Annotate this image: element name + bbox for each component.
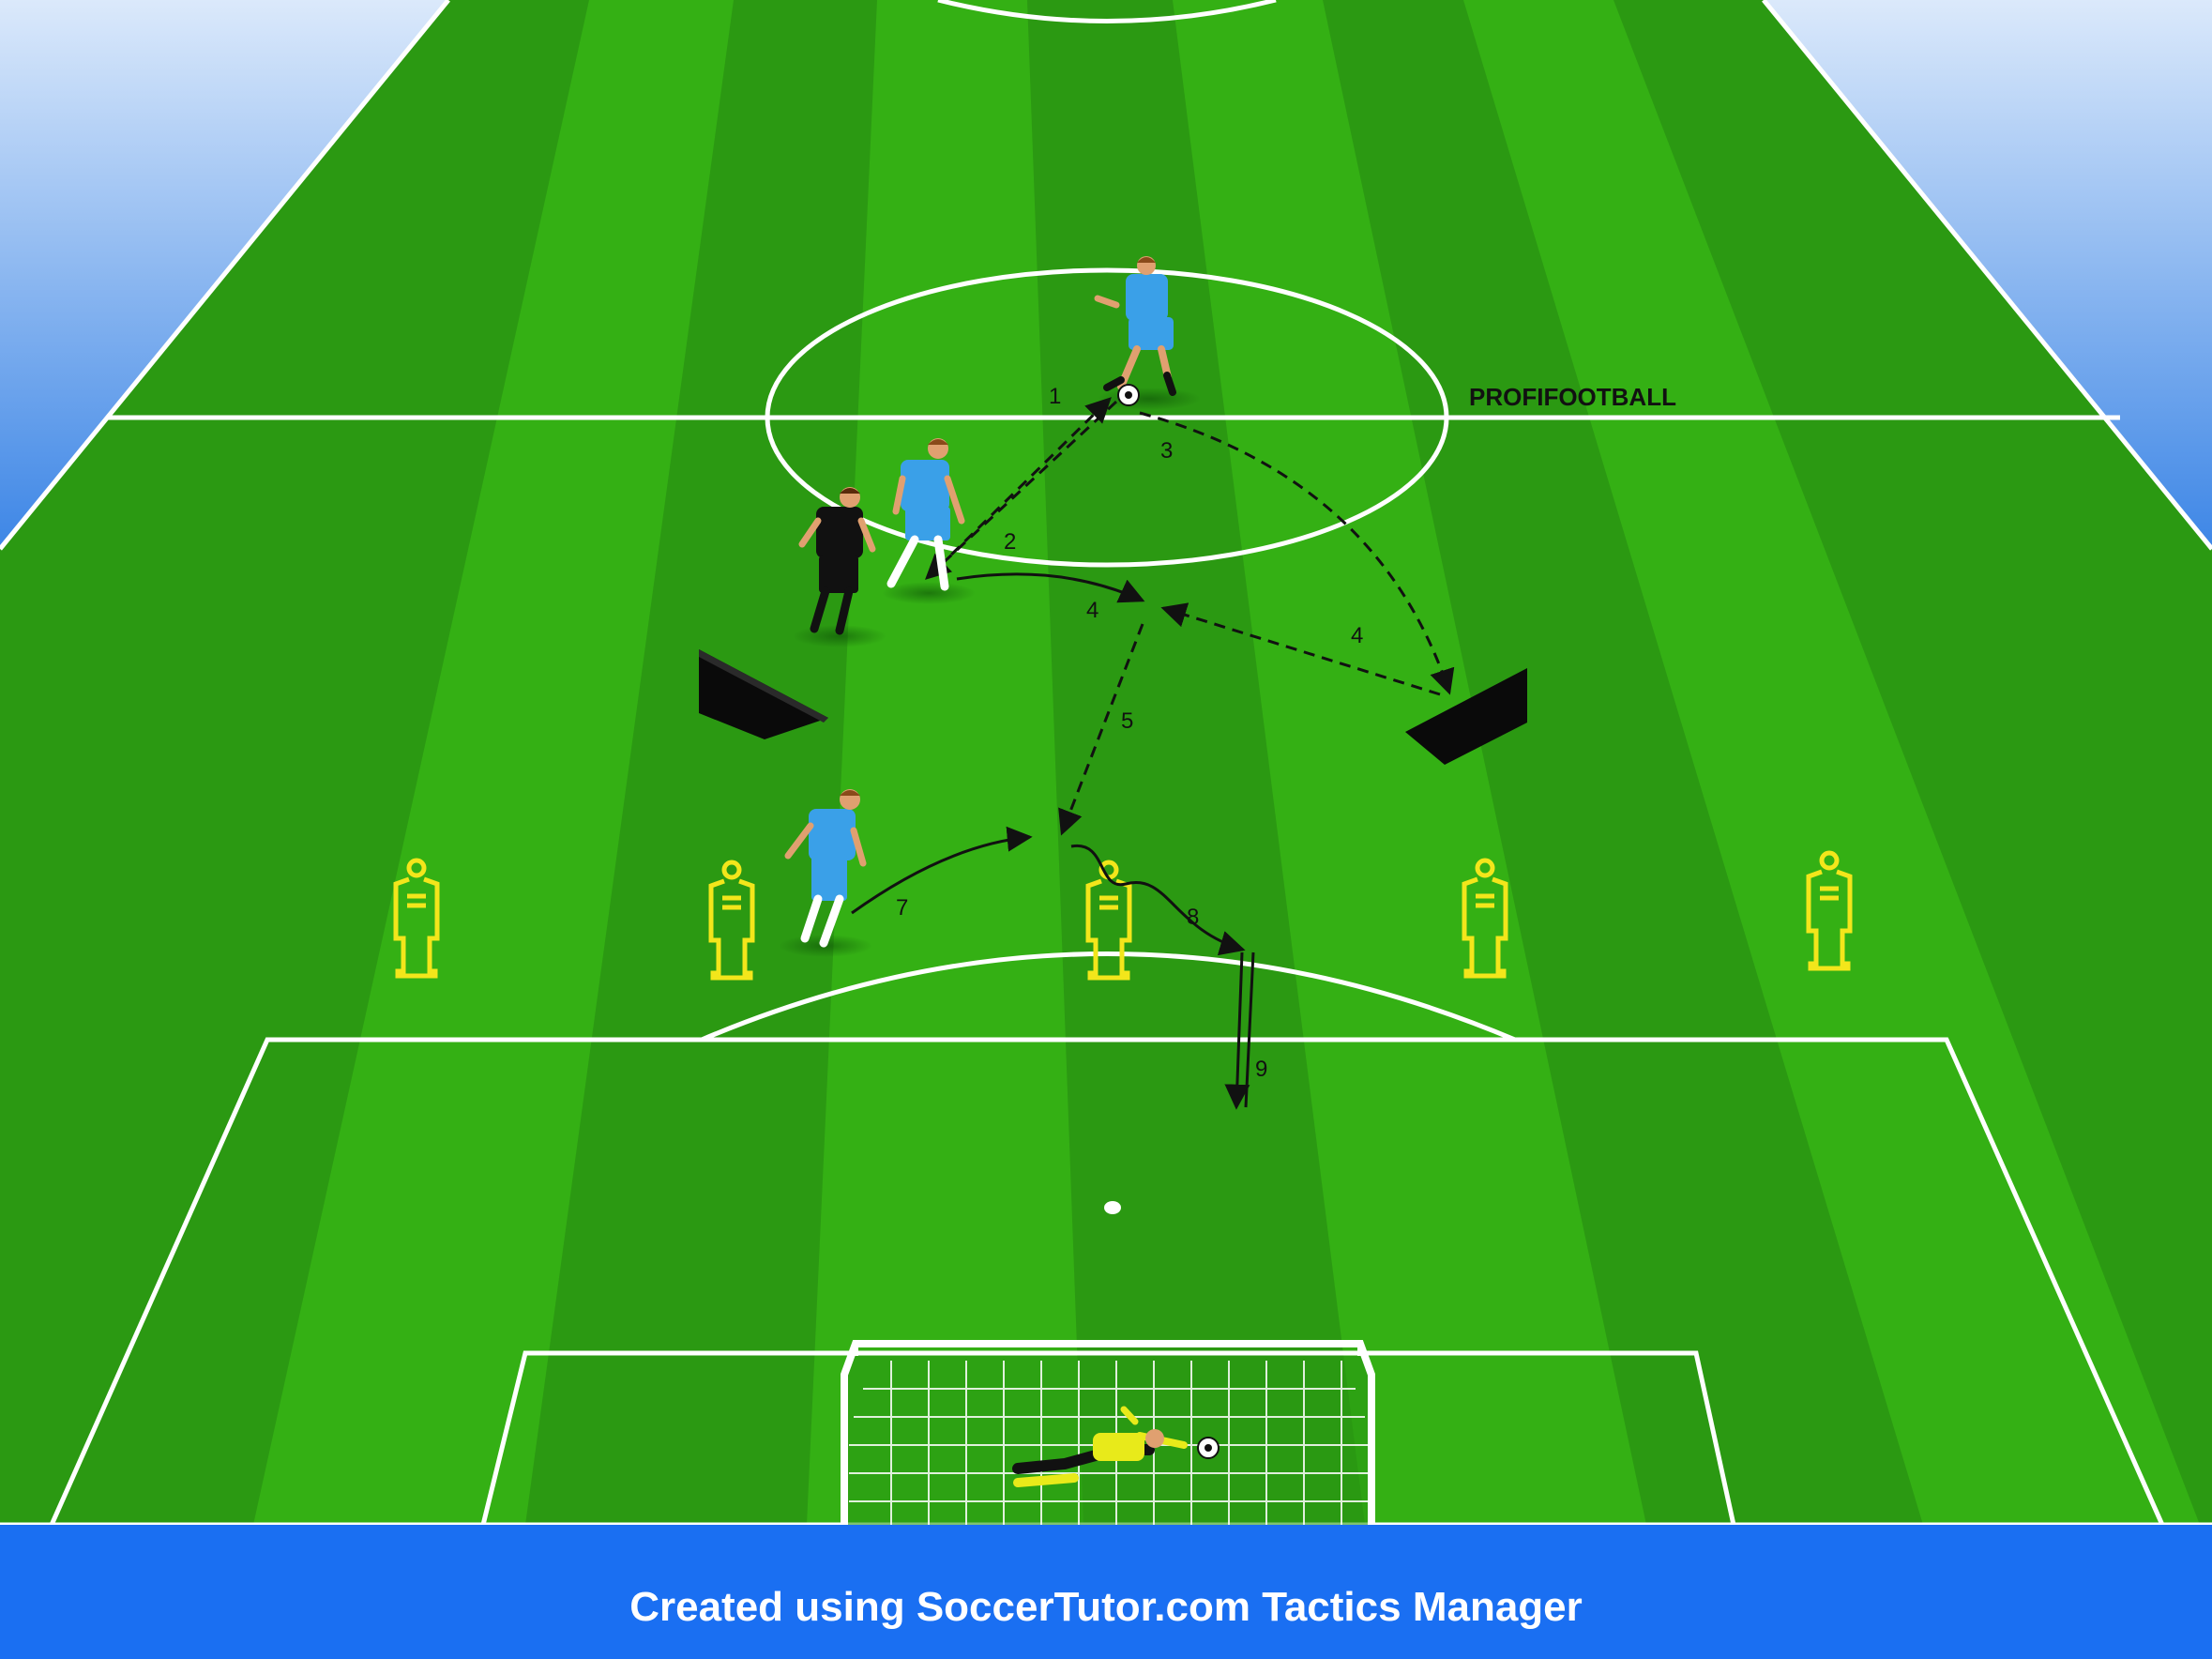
label-pass-2: 2: [1004, 529, 1016, 555]
shot-9-line-a: [1224, 951, 1250, 1110]
pass-3-line: [1139, 411, 1455, 695]
ball-icon: [1117, 384, 1140, 406]
label-shot-9: 9: [1255, 1057, 1267, 1082]
label-dribble-8: 8: [1187, 905, 1199, 930]
mannequin-icon: [1462, 858, 1508, 979]
rebounder-icon: [1405, 668, 1527, 765]
footer-band: [0, 1525, 2212, 1659]
rebounder-icon: [699, 649, 828, 739]
label-pass-1: 1: [1049, 384, 1061, 409]
player-icon: [882, 438, 976, 604]
brand-label: PROFIFOOTBALL: [1469, 383, 1676, 411]
label-pass-5: 5: [1121, 708, 1133, 734]
footer-credit: Created using SoccerTutor.com Tactics Ma…: [629, 1584, 1583, 1630]
label-run-7: 7: [896, 895, 908, 921]
mannequin-icon: [393, 858, 440, 979]
label-pass-4: 4: [1351, 623, 1363, 648]
goalkeeper-icon: [1012, 1406, 1220, 1487]
mannequin-icon: [1806, 850, 1853, 971]
movement-lines: [851, 397, 1455, 1110]
pass-4-line: [1160, 602, 1441, 696]
mannequin-icon: [708, 860, 755, 981]
mannequin-row: [393, 850, 1853, 981]
pitch-stripes: [0, 0, 2212, 1525]
pass-2-line: [925, 400, 1118, 580]
label-pass-3: 3: [1160, 438, 1173, 464]
player-icon: [779, 789, 872, 957]
penalty-spot: [1104, 1201, 1121, 1214]
run-7-line: [851, 826, 1033, 915]
pass-1-line: [936, 397, 1112, 570]
run-4-line: [956, 572, 1145, 603]
pitch-lines: [0, 0, 2212, 1528]
label-run-4: 4: [1086, 598, 1098, 623]
opponent-icon: [793, 487, 886, 647]
shot-9-line-b: [1244, 951, 1255, 1108]
dribble-8-line: [1070, 844, 1246, 956]
